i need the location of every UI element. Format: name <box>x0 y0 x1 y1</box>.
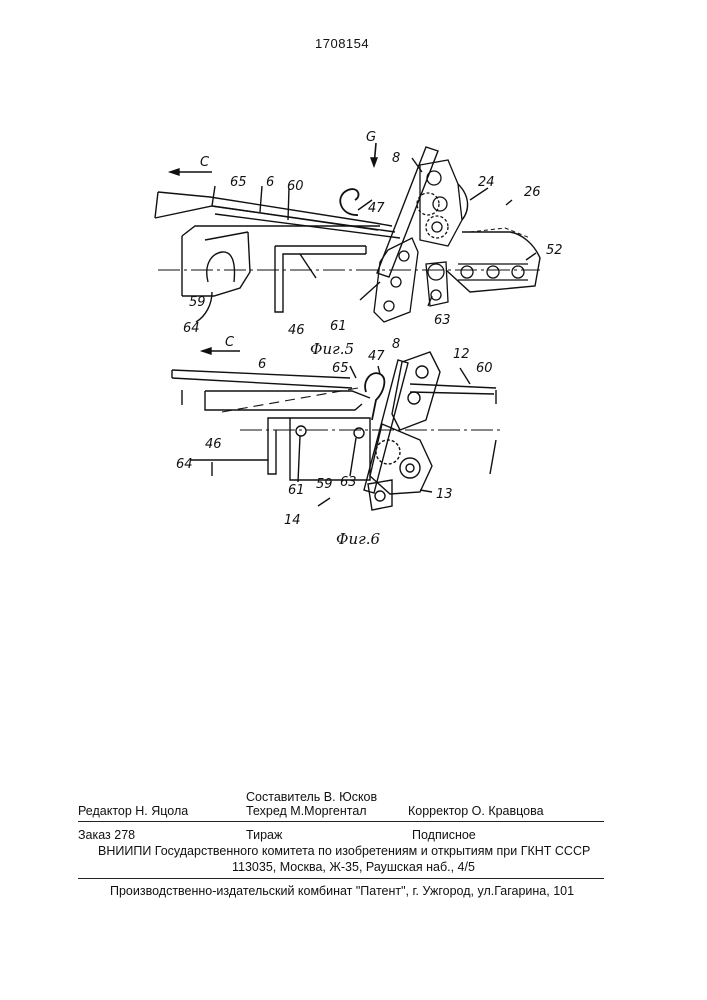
fig6-label-59: 59 <box>316 477 333 492</box>
imprint-rule-bottom <box>78 878 604 879</box>
imprint-editor: Редактор Н. Яцола <box>78 804 188 818</box>
fig6-label-12: 12 <box>453 347 470 362</box>
imprint-order: Заказ 278 <box>78 828 135 842</box>
imprint-rule-top <box>78 821 604 822</box>
imprint-corrector: Корректор О. Кравцова <box>408 804 544 818</box>
fig6-label-8: 8 <box>392 337 400 352</box>
fig6-label-46: 46 <box>205 437 222 452</box>
fig6-label-47: 47 <box>368 349 385 364</box>
fig6-label-61: 61 <box>288 483 305 498</box>
fig6-label-65: 65 <box>332 361 349 376</box>
fig6-label-60: 60 <box>476 361 493 376</box>
fig6-label-C: C <box>225 335 235 350</box>
imprint-institute: ВНИИПИ Государственного комитета по изоб… <box>98 844 590 858</box>
fig6-label-6: 6 <box>258 357 266 372</box>
figure-6-drawing: C 6 65 47 8 12 60 46 64 61 59 63 13 14 Ф… <box>0 0 707 560</box>
imprint-compiler: Составитель В. Юсков <box>246 790 377 804</box>
fig6-label-64: 64 <box>176 457 193 472</box>
fig6-caption: Фиг.6 <box>336 530 380 548</box>
fig6-label-63: 63 <box>340 475 357 490</box>
fig6-label-13: 13 <box>436 487 453 502</box>
imprint-subscription: Подписное <box>412 828 476 842</box>
imprint-techred: Техред М.Моргентал <box>246 804 367 818</box>
fig6-label-14: 14 <box>284 513 301 528</box>
imprint-publisher: Производственно-издательский комбинат "П… <box>110 884 574 898</box>
imprint-address: 113035, Москва, Ж-35, Раушская наб., 4/5 <box>232 860 475 874</box>
imprint-circulation: Тираж <box>246 828 282 842</box>
